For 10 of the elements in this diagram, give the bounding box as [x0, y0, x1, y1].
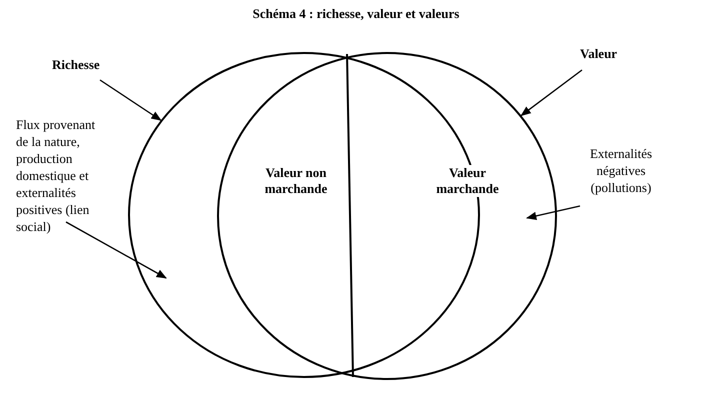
- region-label: Valeur non marchande: [264, 165, 328, 197]
- node-label: Valeur: [580, 45, 630, 62]
- node-label: Flux provenant de la nature, production domestique et externalités positives (lien social): [16, 116, 108, 235]
- arrow: [526, 205, 580, 220]
- arrow: [520, 69, 582, 116]
- arrow: [66, 221, 167, 279]
- arrow: [100, 79, 162, 121]
- diagram-title: Schéma 4 : richesse, valeur et valeurs: [252, 6, 460, 22]
- node-label: Externalités négatives (pollutions): [568, 145, 674, 196]
- node-label: Richesse: [52, 56, 122, 73]
